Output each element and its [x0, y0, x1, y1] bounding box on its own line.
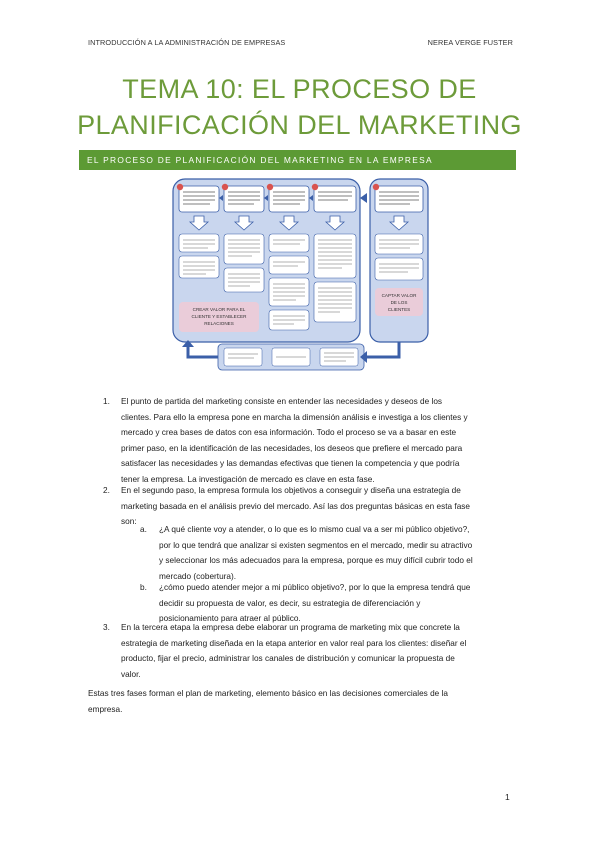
closing-paragraph: Estas tres fases forman el plan de marke…: [88, 689, 448, 714]
item-1-text: El punto de partida del marketing consis…: [121, 397, 468, 484]
item-2a-letter: a.: [140, 525, 147, 534]
step-3-circle: [266, 183, 274, 191]
item-2b-text: ¿cómo puedo atender mejor a mi público o…: [159, 583, 471, 624]
step-5-box: [374, 185, 424, 213]
marketing-process-diagram: CREAR VALOR PARA EL CLIENTE Y ESTABLECER…: [172, 178, 429, 371]
diagram-create-value-label-2: CLIENTE Y ESTABLECER: [192, 314, 248, 319]
header-left: INTRODUCCIÓN A LA ADMINISTRACIÓN DE EMPR…: [88, 38, 286, 47]
step-1-box: [178, 185, 220, 213]
page-number: 1: [505, 792, 510, 802]
step-4-circle: [311, 183, 319, 191]
step-2-box: [223, 185, 265, 213]
step-5-circle: [372, 183, 380, 191]
section-heading: EL PROCESO DE PLANIFICACIÓN DEL MARKETIN…: [79, 150, 516, 170]
diagram-capture-value-label-3: CLIENTES: [388, 307, 410, 312]
item-1-number: 1.: [103, 397, 110, 406]
page-title-line-1: TEMA 10: EL PROCESO DE: [122, 74, 477, 104]
diagram-create-value-label-3: RELACIONES: [204, 321, 234, 326]
diagram-main-panel: [172, 178, 361, 343]
item-3-number: 3.: [103, 623, 110, 632]
header-right: NEREA VERGE FUSTER: [427, 38, 513, 47]
item-2b-letter: b.: [140, 583, 147, 592]
item-2a-text: ¿A qué cliente voy a atender, o lo que e…: [159, 525, 473, 581]
page-title-line-2: PLANIFICACIÓN DEL MARKETING: [77, 110, 522, 140]
step-2-circle: [221, 183, 229, 191]
item-2-number: 2.: [103, 486, 110, 495]
diagram-capture-value-label-1: CAPTAR VALOR: [382, 293, 417, 298]
step-1-circle: [176, 183, 184, 191]
diagram-capture-value-label-2: DE LOS: [391, 300, 408, 305]
step-4-box: [313, 185, 357, 213]
step-3-box: [268, 185, 310, 213]
diagram-create-value-label-1: CREAR VALOR PARA EL: [193, 307, 246, 312]
item-3-text: En la tercera etapa la empresa debe elab…: [121, 623, 467, 679]
item-2-text: En el segundo paso, la empresa formula l…: [121, 486, 470, 527]
